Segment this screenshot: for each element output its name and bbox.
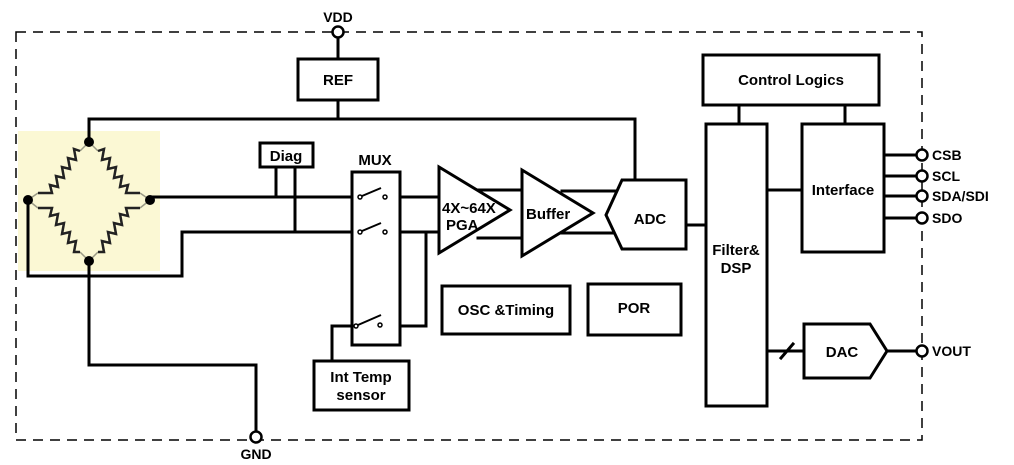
osc-timing-label: OSC &Timing bbox=[458, 302, 554, 319]
mux-block: MUX bbox=[350, 152, 402, 347]
buffer-label: Buffer bbox=[526, 206, 570, 223]
resistor-top-right bbox=[97, 147, 140, 195]
filter-dsp-block: Filter& DSP bbox=[704, 122, 769, 408]
vdd-label: VDD bbox=[323, 9, 353, 25]
dsp-label: DSP bbox=[721, 260, 752, 277]
pin-sda: SDA/SDI bbox=[915, 188, 989, 204]
wires bbox=[26, 36, 918, 433]
por-block: POR bbox=[586, 282, 683, 337]
diag-label: Diag bbox=[270, 148, 303, 165]
scl-label: SCL bbox=[932, 168, 960, 184]
pin-scl: SCL bbox=[915, 168, 960, 184]
sdo-label: SDO bbox=[932, 210, 962, 226]
temp-sensor-block: Int Temp sensor bbox=[312, 359, 411, 412]
adc-label: ADC bbox=[634, 211, 667, 228]
mux-switch-3 bbox=[353, 314, 383, 329]
dac-label: DAC bbox=[826, 344, 859, 361]
pin-sdo: SDO bbox=[915, 210, 962, 226]
chip-boundary bbox=[15, 31, 923, 441]
pin-gnd: GND bbox=[240, 430, 272, 462]
csb-label: CSB bbox=[932, 147, 962, 163]
control-logics-block: Control Logics bbox=[701, 53, 881, 107]
ref-block: REF bbox=[296, 57, 380, 102]
diag-block: Diag bbox=[258, 141, 315, 169]
buffer-amplifier: Buffer bbox=[520, 167, 596, 259]
adc-block: ADC bbox=[604, 178, 688, 251]
vout-label: VOUT bbox=[932, 343, 971, 359]
temp-sensor-label-2: sensor bbox=[336, 387, 385, 404]
resistor-top-left bbox=[38, 147, 81, 195]
osc-timing-block: OSC &Timing bbox=[440, 284, 572, 336]
sda-label: SDA/SDI bbox=[932, 188, 989, 204]
pga-amplifier: 4X~64X PGA bbox=[437, 164, 513, 256]
mux-label: MUX bbox=[358, 152, 391, 169]
resistor-bottom-left bbox=[38, 206, 80, 254]
scl-pin-icon bbox=[915, 169, 929, 183]
bridge-background bbox=[18, 131, 160, 271]
resistor-bottom-right bbox=[98, 206, 140, 254]
mux-switch-2 bbox=[357, 222, 388, 235]
csb-pin-icon bbox=[915, 148, 929, 162]
pga-label-gain: 4X~64X bbox=[442, 200, 496, 217]
pga-label-name: PGA bbox=[446, 217, 479, 234]
pin-csb: CSB bbox=[915, 147, 962, 163]
sdo-pin-icon bbox=[915, 211, 929, 225]
ref-label: REF bbox=[323, 72, 353, 89]
control-logics-label: Control Logics bbox=[738, 72, 844, 89]
gnd-label: GND bbox=[240, 446, 271, 462]
interface-block: Interface bbox=[800, 122, 886, 254]
sda-pin-icon bbox=[915, 189, 929, 203]
vdd-pin-icon bbox=[331, 25, 345, 39]
vout-pin-icon bbox=[915, 344, 929, 358]
gnd-pin-icon bbox=[249, 430, 263, 444]
interface-label: Interface bbox=[812, 182, 875, 199]
por-label: POR bbox=[618, 300, 651, 317]
pin-vout: VOUT bbox=[915, 343, 971, 359]
dac-block: DAC bbox=[802, 322, 889, 380]
temp-sensor-label-1: Int Temp bbox=[330, 369, 391, 386]
pin-vdd: VDD bbox=[323, 9, 353, 39]
mux-switch-1 bbox=[357, 187, 388, 200]
filter-label: Filter& bbox=[712, 242, 760, 259]
